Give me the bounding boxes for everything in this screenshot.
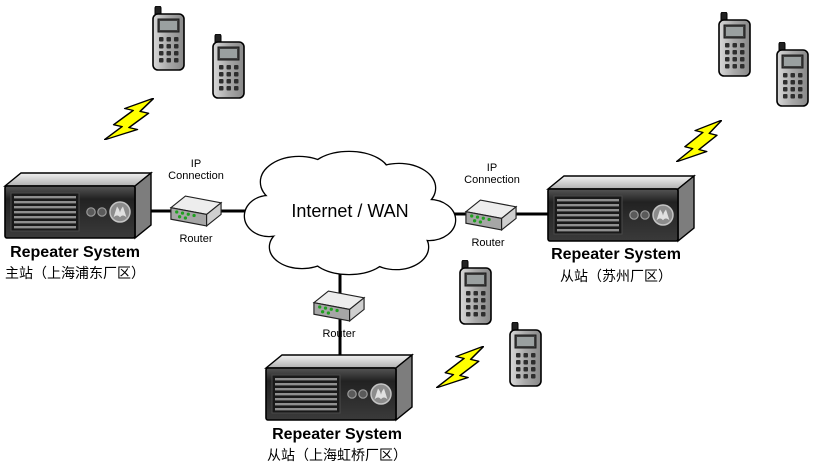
lightning-bolt-icon-right	[676, 120, 722, 162]
ip-connection-label-right-line2: Connection	[464, 174, 520, 186]
repeater-device-left	[4, 172, 152, 239]
repeater-device-right	[547, 175, 695, 242]
router-icon-bottom	[313, 290, 365, 322]
site-subtitle-right: 从站（苏州厂区）	[560, 268, 672, 284]
portable-radio-icon-1	[152, 6, 185, 71]
router-label-left: Router	[179, 233, 212, 245]
internet-cloud: Internet / WAN	[243, 150, 457, 276]
ip-connection-label-right-line1: IP	[487, 162, 497, 174]
site-title-right: Repeater System	[551, 246, 681, 263]
router-icon-right	[465, 199, 517, 231]
portable-radio-icon-3	[718, 12, 751, 77]
repeater-device-bottom	[265, 354, 413, 421]
portable-radio-icon-5	[459, 260, 492, 325]
portable-radio-icon-6	[509, 322, 542, 387]
site-title-bottom: Repeater System	[272, 426, 402, 443]
lightning-bolt-icon-bottom	[436, 346, 484, 388]
router-label-right: Router	[471, 237, 504, 249]
site-subtitle-left: 主站（上海浦东厂区）	[5, 265, 145, 281]
portable-radio-icon-4	[776, 42, 809, 107]
cloud-fill	[245, 152, 455, 274]
site-title-left: Repeater System	[10, 244, 140, 261]
router-label-bottom: Router	[322, 328, 355, 340]
cloud-label: Internet / WAN	[291, 201, 408, 221]
lightning-bolt-icon-left	[104, 98, 154, 140]
site-subtitle-bottom: 从站（上海虹桥厂区）	[267, 447, 407, 463]
ip-connection-label-left-line1: IP	[191, 158, 201, 170]
ip-connection-label-left-line2: Connection	[168, 170, 224, 182]
router-icon-left	[170, 195, 222, 227]
portable-radio-icon-2	[212, 34, 245, 99]
